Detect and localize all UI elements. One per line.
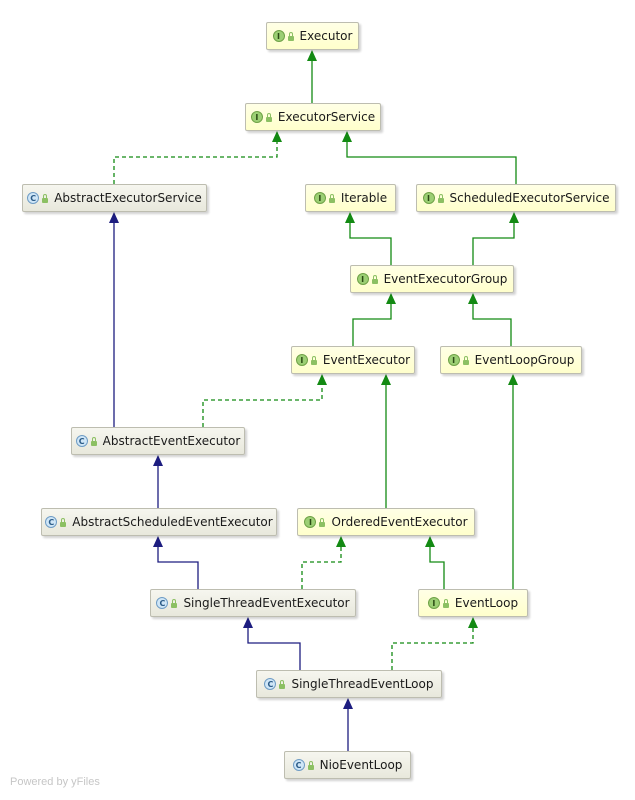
node-scheduled-executor-service[interactable]: I ScheduledExecutorService [416, 184, 616, 212]
interface-icon: I [250, 111, 263, 123]
arrowhead [342, 131, 352, 142]
node-label: Executor [299, 29, 353, 43]
public-lock-icon [442, 598, 449, 608]
interface-icon: I [313, 192, 326, 204]
arrowhead [386, 293, 396, 304]
arrowhead [345, 212, 355, 223]
edge-abstract-event-executor-to-abstract-executor-service [109, 212, 119, 427]
arrowhead [343, 698, 353, 709]
edge-event-executor-group-to-iterable [345, 212, 392, 265]
arrowhead [307, 50, 317, 61]
arrowhead [109, 212, 119, 223]
node-ordered-event-executor[interactable]: I OrderedEventExecutor [297, 508, 475, 536]
node-nio-event-loop[interactable]: C NioEventLoop [284, 751, 411, 779]
node-label: EventLoopGroup [474, 353, 575, 367]
public-lock-icon [371, 274, 378, 284]
edge-abstract-executor-service-to-executor-service [113, 131, 282, 184]
node-label: NioEventLoop [319, 758, 403, 772]
edge-single-thread-event-loop-to-event-loop [391, 617, 478, 670]
arrowhead [381, 374, 391, 385]
node-label: Iterable [340, 191, 388, 205]
node-label: ExecutorService [277, 110, 376, 124]
arrowhead [508, 374, 518, 385]
class-icon: C [45, 516, 58, 528]
public-lock-icon [279, 679, 286, 689]
arrowhead [153, 455, 163, 466]
node-event-executor[interactable]: I EventExecutor [291, 346, 415, 374]
arrowhead [243, 617, 253, 628]
interface-icon: I [447, 354, 460, 366]
edge-abstract-event-executor-to-event-executor [202, 374, 327, 427]
class-icon: C [75, 435, 88, 447]
public-lock-icon [60, 517, 67, 527]
arrowhead [425, 536, 435, 547]
class-icon: C [264, 678, 277, 690]
node-label: EventExecutorGroup [383, 272, 508, 286]
class-icon: C [292, 759, 305, 771]
arrowhead [468, 617, 478, 628]
node-label: EventLoop [454, 596, 519, 610]
arrowhead [336, 536, 346, 547]
arrowhead [468, 293, 478, 304]
node-event-executor-group[interactable]: I EventExecutorGroup [350, 265, 514, 293]
public-lock-icon [171, 598, 178, 608]
class-icon: C [156, 597, 169, 609]
public-lock-icon [90, 436, 97, 446]
node-label: SingleThreadEventLoop [291, 677, 434, 691]
node-executor-service[interactable]: I ExecutorService [245, 103, 381, 131]
interface-icon: I [272, 30, 285, 42]
node-abstract-event-executor[interactable]: C AbstractEventExecutor [71, 427, 245, 455]
node-event-loop-group[interactable]: I EventLoopGroup [440, 346, 582, 374]
interface-icon: I [356, 273, 369, 285]
public-lock-icon [462, 355, 469, 365]
edge-abstract-scheduled-event-executor-to-abstract-event-executor [153, 455, 163, 508]
edge-nio-event-loop-to-single-thread-event-loop [343, 698, 353, 751]
interface-icon: I [304, 516, 317, 528]
class-icon: C [27, 192, 40, 204]
public-lock-icon [437, 193, 444, 203]
edge-single-thread-event-executor-to-ordered-event-executor [301, 536, 346, 589]
public-lock-icon [287, 31, 294, 41]
node-abstract-scheduled-event-executor[interactable]: C AbstractScheduledEventExecutor [41, 508, 277, 536]
edge-event-loop-to-event-loop-group [508, 374, 518, 589]
edge-single-thread-event-executor-to-abstract-scheduled-event-executor [153, 536, 199, 589]
edge-event-loop-group-to-event-executor-group [468, 293, 512, 346]
node-label: OrderedEventExecutor [331, 515, 468, 529]
node-label: SingleThreadEventExecutor [183, 596, 350, 610]
interface-icon: I [422, 192, 435, 204]
node-executor[interactable]: I Executor [266, 22, 359, 50]
edge-event-loop-to-ordered-event-executor [425, 536, 445, 589]
node-label: EventExecutor [322, 353, 411, 367]
edge-event-executor-to-event-executor-group [352, 293, 396, 346]
public-lock-icon [265, 112, 272, 122]
interface-icon: I [427, 597, 440, 609]
node-event-loop[interactable]: I EventLoop [418, 589, 528, 617]
public-lock-icon [307, 760, 314, 770]
arrowhead [317, 374, 327, 385]
node-label: ScheduledExecutorService [449, 191, 610, 205]
arrowhead [272, 131, 282, 142]
powered-by-footer: Powered by yFiles [10, 776, 100, 788]
edge-executor-service-to-executor [307, 50, 317, 103]
public-lock-icon [319, 517, 326, 527]
node-label: AbstractEventExecutor [102, 434, 241, 448]
node-single-thread-event-executor[interactable]: C SingleThreadEventExecutor [150, 589, 356, 617]
arrowhead [509, 212, 519, 223]
node-label: AbstractScheduledEventExecutor [72, 515, 273, 529]
public-lock-icon [310, 355, 317, 365]
node-iterable[interactable]: I Iterable [305, 184, 396, 212]
edge-event-executor-group-to-scheduled-executor-service [472, 212, 519, 265]
node-abstract-executor-service[interactable]: C AbstractExecutorService [22, 184, 207, 212]
edge-ordered-event-executor-to-event-executor [381, 374, 391, 508]
node-single-thread-event-loop[interactable]: C SingleThreadEventLoop [256, 670, 442, 698]
edge-single-thread-event-loop-to-single-thread-event-executor [243, 617, 301, 670]
interface-icon: I [295, 354, 308, 366]
node-label: AbstractExecutorService [54, 191, 202, 205]
public-lock-icon [328, 193, 335, 203]
arrowhead [153, 536, 163, 547]
public-lock-icon [42, 193, 49, 203]
edge-scheduled-executor-service-to-executor-service [342, 131, 517, 184]
